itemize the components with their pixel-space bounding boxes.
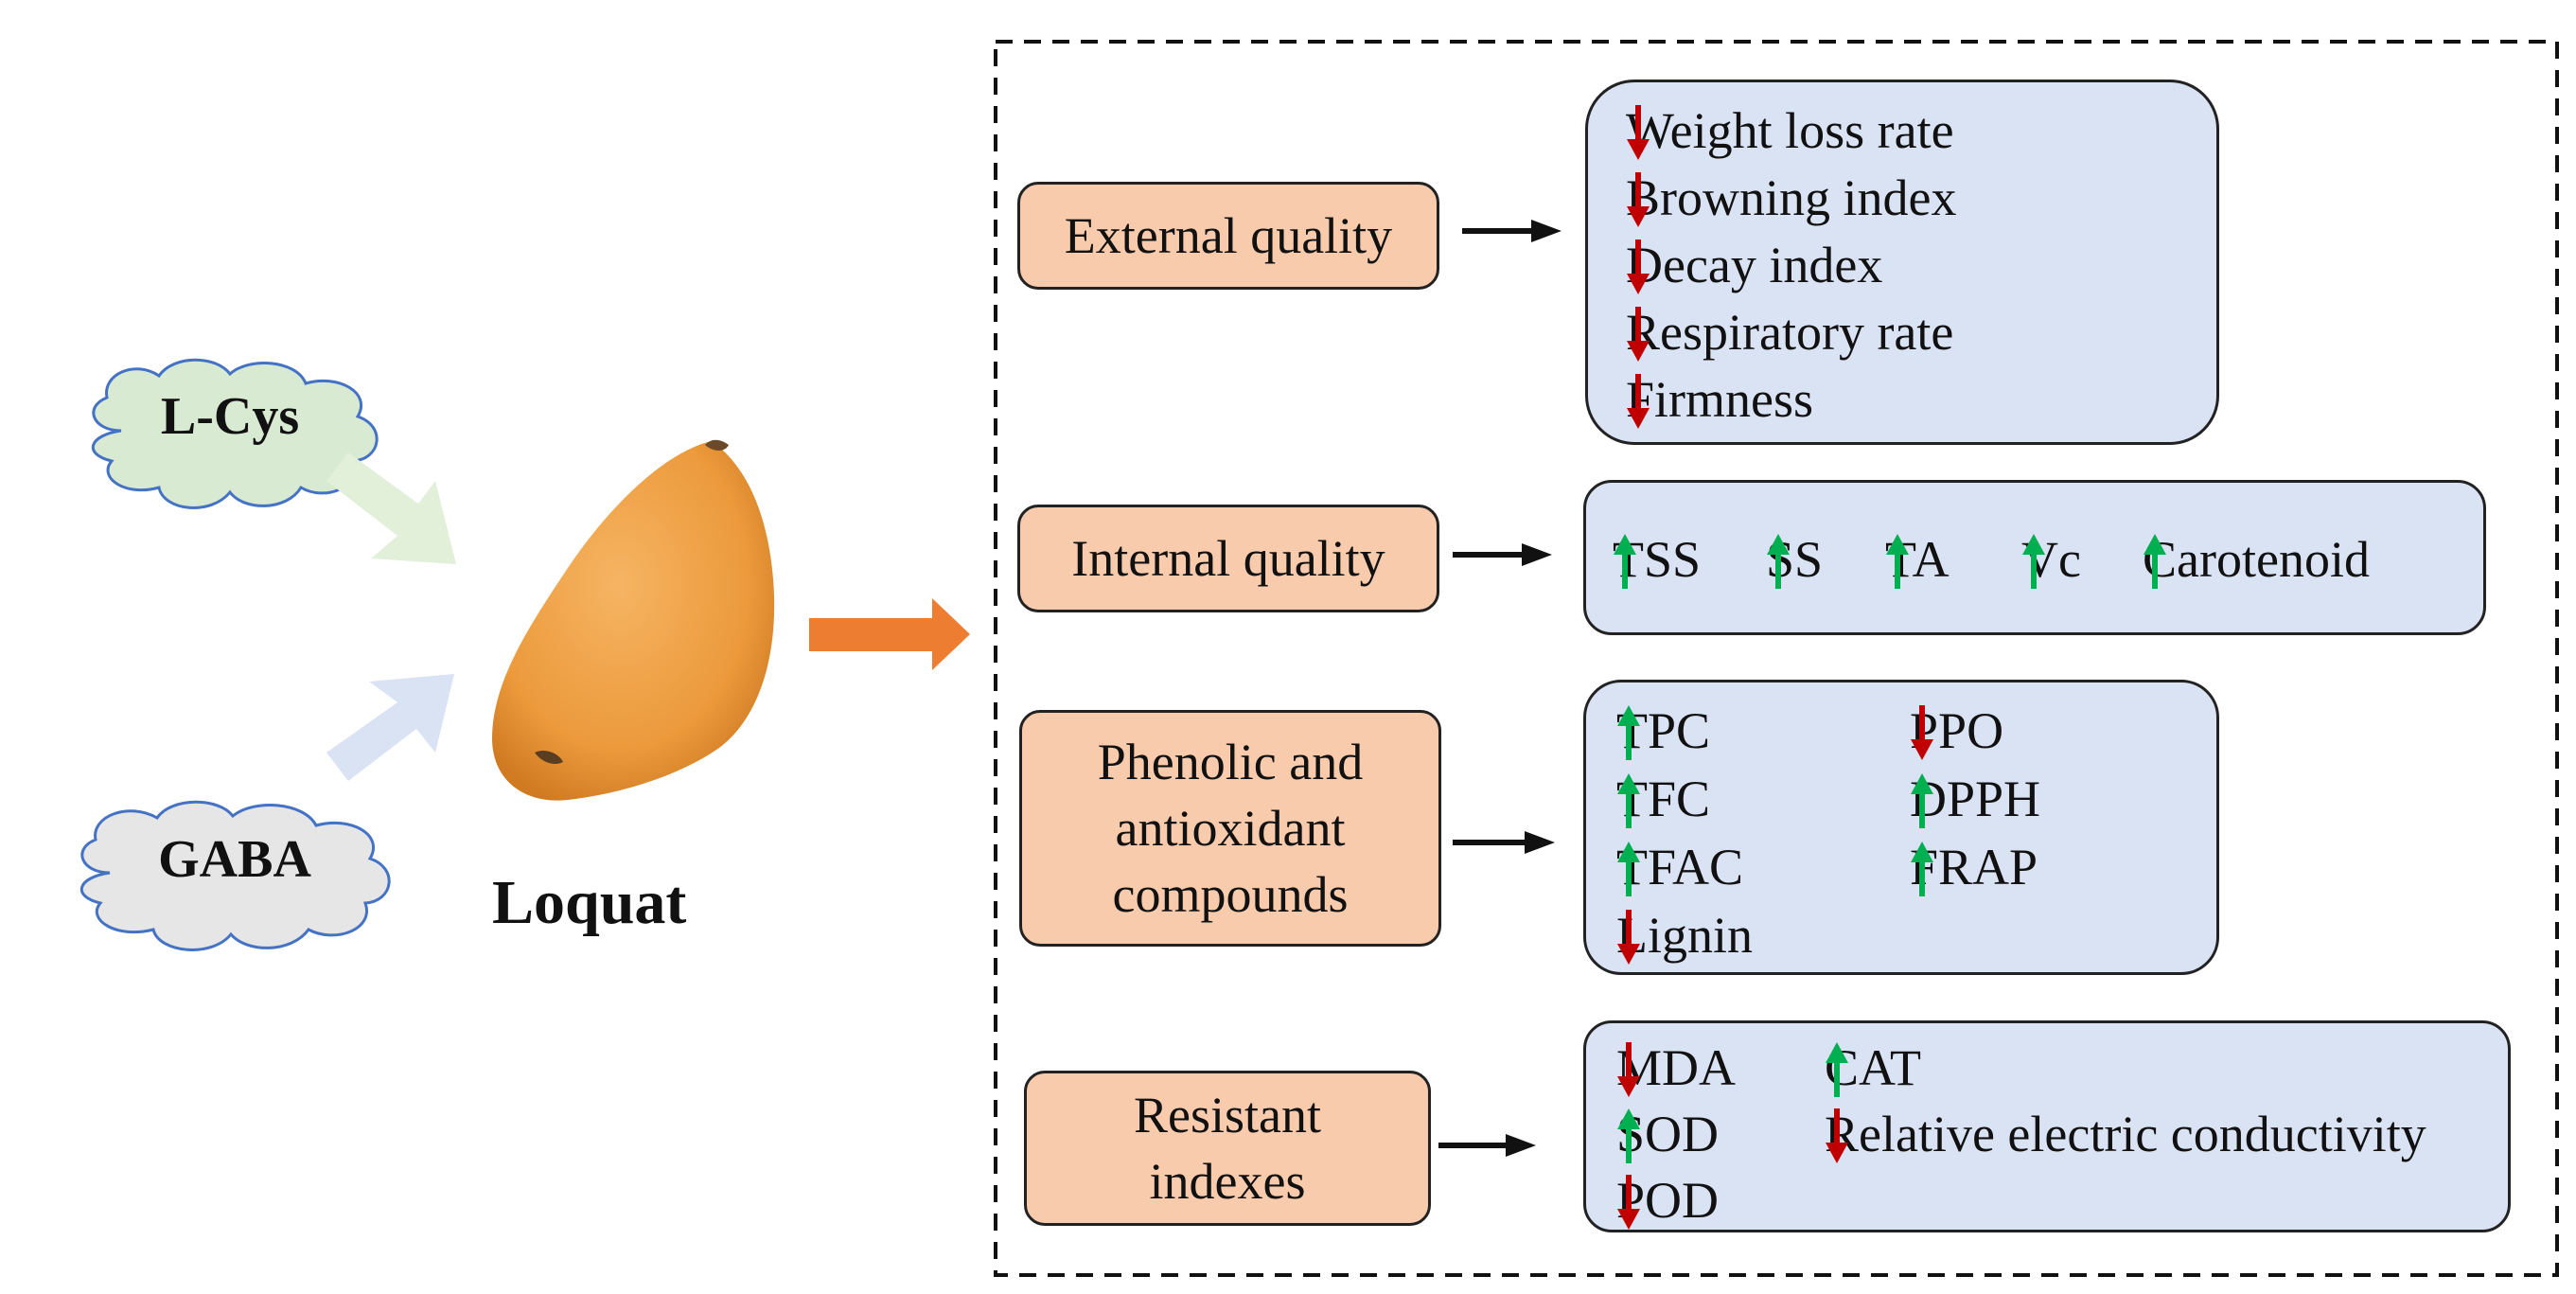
result-item: Respiratory rate	[1626, 304, 1954, 362]
result-item: Carotenoid	[2143, 531, 2370, 589]
result-item: TFAC	[1616, 839, 1744, 896]
result-item: Weight loss rate	[1626, 102, 1954, 160]
result-item: FRAP	[1910, 839, 2038, 896]
phenolic-results-box: TPC PPO TFC DPPH TFAC FRAP Lignin	[1583, 680, 2219, 975]
external-quality-label: External quality	[1064, 206, 1393, 264]
result-item: Firmness	[1626, 371, 1814, 429]
result-item: TFC	[1616, 771, 1711, 828]
dashed-frame	[994, 40, 2559, 1277]
result-item: SOD	[1616, 1106, 1720, 1163]
lcys-label: L-Cys	[160, 387, 300, 446]
result-item: Vc	[2021, 531, 2081, 589]
gaba-arrow	[326, 674, 454, 781]
result-item: SS	[1766, 531, 1824, 589]
gaba-cloud	[79, 800, 391, 951]
resistant-indexes-box: Resistant indexes	[1024, 1071, 1431, 1226]
main-arrow	[809, 598, 970, 670]
internal-results-box: TSS SS TA Vc Carotenoid	[1583, 480, 2486, 635]
result-item: CAT	[1825, 1039, 1922, 1097]
result-item: TPC	[1616, 702, 1711, 760]
external-results-box: Weight loss rate Browning index Decay in…	[1585, 80, 2219, 445]
result-item: Browning index	[1626, 169, 1957, 227]
result-item: DPPH	[1910, 771, 2041, 828]
result-item: TSS	[1613, 531, 1702, 589]
result-item: MDA	[1616, 1039, 1737, 1097]
result-item: PPO	[1910, 702, 2004, 760]
connector-arrows	[1438, 220, 1561, 1157]
lcys-cloud	[91, 358, 379, 509]
gaba-label: GABA	[158, 830, 311, 889]
phenolic-antioxidant-box: Phenolic and antioxidant compounds	[1019, 710, 1441, 947]
loquat-fruit	[492, 439, 775, 801]
result-item: Relative electric conductivity	[1825, 1106, 2426, 1163]
internal-quality-box: Internal quality	[1017, 505, 1439, 612]
external-quality-box: External quality	[1017, 182, 1439, 290]
lcys-arrow	[326, 452, 456, 564]
result-item: Lignin	[1616, 907, 1753, 965]
result-item: Decay index	[1626, 237, 1883, 294]
result-item: POD	[1616, 1172, 1720, 1230]
resistant-results-box: MDA CAT SOD Relative electric conductivi…	[1583, 1020, 2511, 1232]
resistant-indexes-label: Resistant indexes	[1134, 1086, 1321, 1210]
result-item: TA	[1885, 531, 1950, 589]
phenolic-antioxidant-label: Phenolic and antioxidant compounds	[1097, 733, 1364, 924]
internal-quality-label: Internal quality	[1071, 529, 1385, 587]
loquat-label: Loquat	[492, 868, 687, 937]
